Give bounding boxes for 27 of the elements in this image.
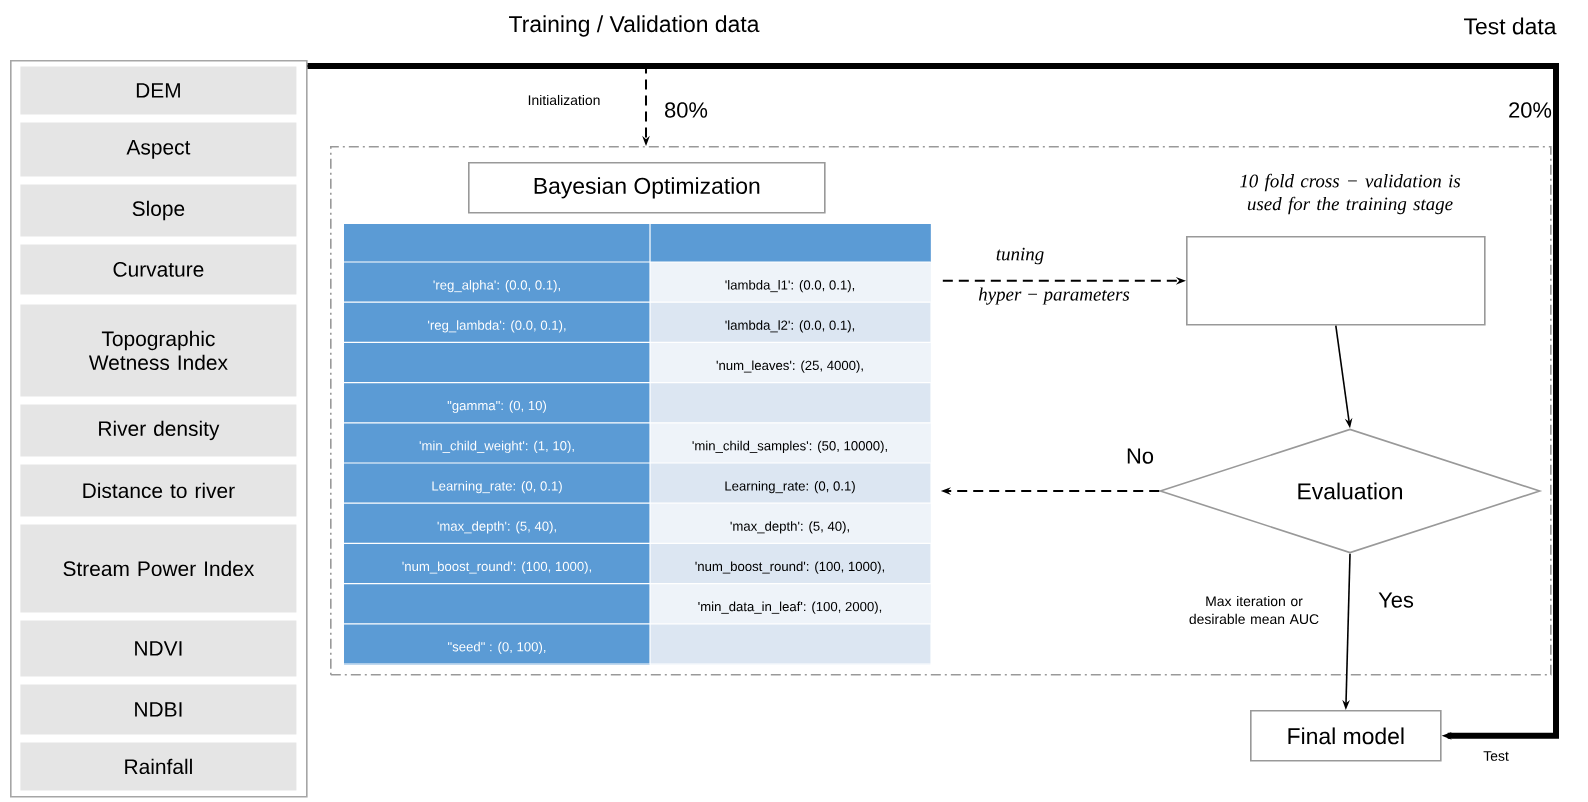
note-text: 10 fold cross − validation is used for the training stage [1240, 173, 1461, 215]
edge-label: tuning [993, 245, 1047, 267]
factor-box: Stream Power Index [20, 524, 297, 613]
factor-box: Slope [20, 184, 297, 237]
training-frame [330, 146, 1552, 676]
process-box [1186, 236, 1486, 326]
factor-box: NDVI [20, 620, 297, 677]
factor-box: River density [20, 404, 297, 457]
factor-box: Aspect [20, 122, 297, 177]
factor-box: Distance to river [20, 464, 297, 517]
factor-box: DEM [20, 66, 297, 115]
factor-panel [10, 60, 308, 798]
factor-box: Rainfall [20, 742, 297, 791]
caption-text: Test data [1464, 17, 1557, 35]
factor-box: Curvature [20, 244, 297, 295]
edge-label: No [1124, 446, 1156, 466]
process-box: Final model [1250, 710, 1442, 762]
annotation-text: hyper − parameters [978, 287, 1130, 305]
caption-text: Training / Validation data [509, 15, 760, 37]
arrow [307, 63, 1559, 740]
edge-label: Yes [1376, 590, 1416, 610]
edge-label: 80% [662, 100, 710, 120]
factor-box: NDBI [20, 684, 297, 735]
parameter-table [343, 223, 932, 666]
percentage-label: 20% [1509, 102, 1552, 118]
factor-box: Topographic Wetness Index [20, 304, 297, 397]
process-box: Bayesian Optimization [468, 162, 826, 214]
